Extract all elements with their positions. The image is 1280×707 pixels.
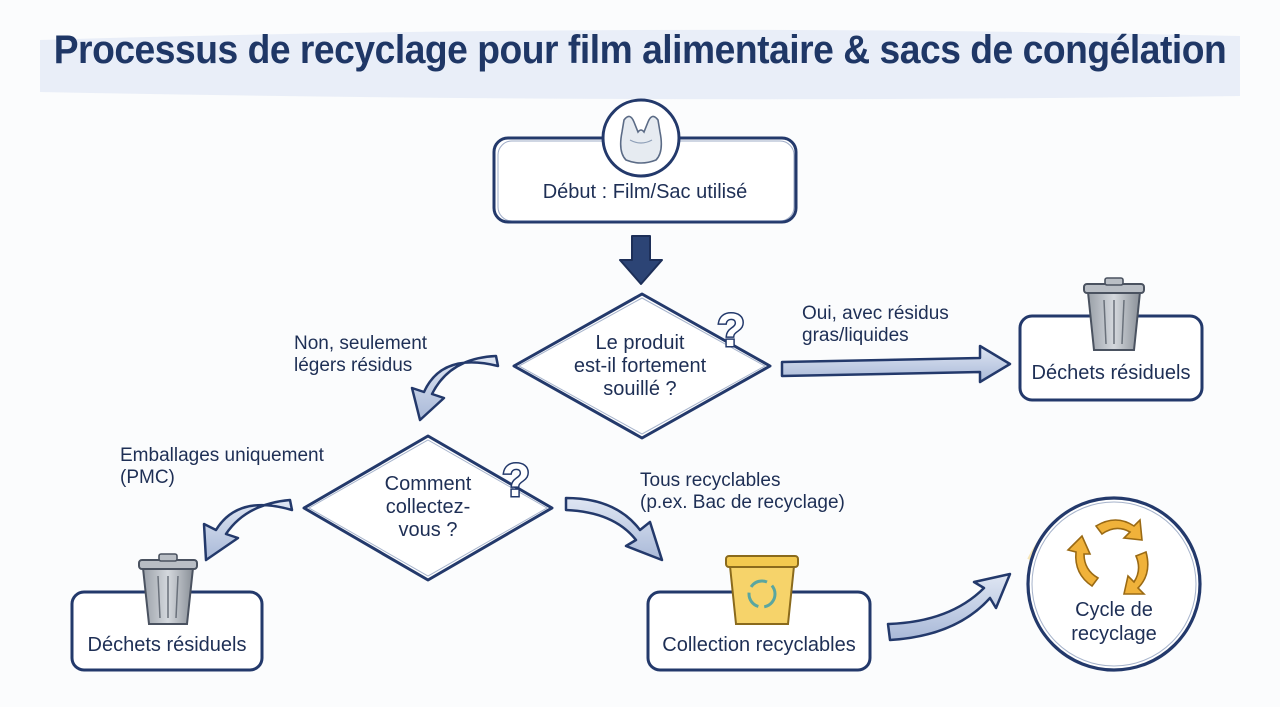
decision-soiled-line-3: souillé ? bbox=[603, 378, 677, 400]
page-title: Processus de recyclage pour film aliment… bbox=[53, 28, 1227, 72]
arrow-no-soiled bbox=[410, 354, 500, 422]
cycle-line-1: Cycle de bbox=[1075, 599, 1153, 621]
question-mark-icon: ? bbox=[502, 454, 530, 506]
edge-label-no-soiled: Non, seulement légers résidus bbox=[294, 333, 427, 377]
decision-collection-line-2: collectez- bbox=[385, 496, 471, 518]
edge-label-pmc-line-2: (PMC) bbox=[120, 467, 175, 488]
title-highlight bbox=[40, 29, 1240, 100]
recycle-arrows-icon bbox=[1066, 518, 1149, 595]
edge-label-all-recyclable: Tous recyclables (p.ex. Bac de recyclage… bbox=[640, 470, 845, 514]
edge-label-all-line-2: (p.ex. Bac de recyclage) bbox=[640, 492, 845, 513]
edge-label-packaging-only: Emballages uniquement (PMC) bbox=[120, 445, 324, 489]
down-arrow-icon bbox=[619, 235, 663, 285]
decision-soiled bbox=[512, 292, 772, 440]
residual-right-label: Déchets résiduels bbox=[1031, 362, 1191, 384]
edge-label-yes-line-1: Oui, avec résidus bbox=[802, 303, 949, 324]
cycle-line-2: recyclage bbox=[1071, 623, 1157, 645]
start-label: Début : Film/Sac utilisé bbox=[542, 181, 748, 203]
arrow-all-recyclable bbox=[564, 496, 664, 562]
question-mark-icon: ? bbox=[717, 304, 745, 356]
arrow-yes-soiled bbox=[780, 344, 1012, 384]
plastic-bag-icon bbox=[601, 98, 681, 178]
edge-label-yes-line-2: gras/liquides bbox=[802, 325, 909, 346]
recyclables-label: Collection recyclables bbox=[662, 634, 856, 656]
decision-collection bbox=[302, 434, 554, 582]
cycle-node[interactable] bbox=[1026, 496, 1202, 672]
decision-soiled-line-1: Le produit bbox=[595, 332, 685, 354]
edge-label-all-line-1: Tous recyclables bbox=[640, 470, 781, 491]
arrow-packaging-only bbox=[202, 498, 294, 562]
cycle-label: Cycle de recyclage bbox=[1034, 598, 1194, 646]
recycling-bin-icon bbox=[725, 555, 799, 625]
edge-label-pmc-line-1: Emballages uniquement bbox=[120, 445, 324, 466]
residual-left-label: Déchets résiduels bbox=[87, 634, 247, 656]
decision-soiled-line-2: est-il fortement bbox=[573, 355, 707, 377]
edge-label-yes-soiled: Oui, avec résidus gras/liquides bbox=[802, 303, 949, 347]
trash-can-icon bbox=[1083, 277, 1145, 351]
decision-collection-label: Comment collectez- vous ? bbox=[348, 473, 508, 542]
edge-label-no-line-2: légers résidus bbox=[294, 355, 413, 376]
decision-collection-line-3: vous ? bbox=[398, 519, 458, 541]
decision-collection-line-1: Comment bbox=[384, 473, 472, 495]
decision-soiled-label: Le produit est-il fortement souillé ? bbox=[540, 332, 740, 401]
arrow-to-cycle bbox=[886, 572, 1012, 642]
trash-can-icon bbox=[138, 553, 198, 625]
edge-label-no-line-1: Non, seulement bbox=[294, 333, 428, 354]
